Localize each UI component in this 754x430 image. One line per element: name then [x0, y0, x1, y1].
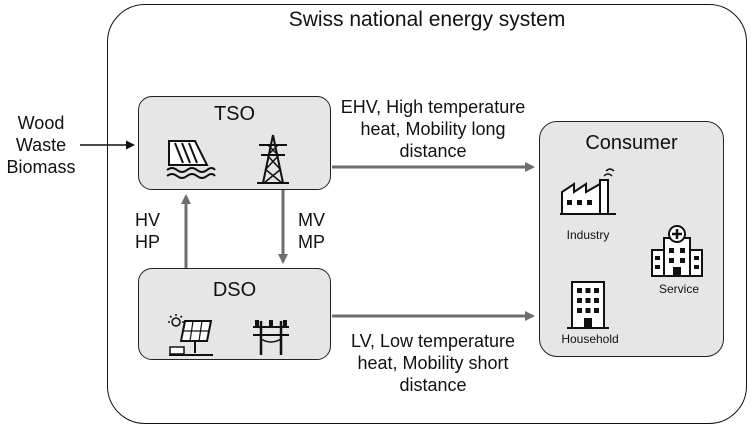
dso-tso-label-line: HP [135, 232, 161, 252]
dso-title: DSO [212, 279, 257, 301]
factory-icon [560, 168, 616, 215]
hydro-dam-icon [166, 140, 216, 179]
system-title: Swiss national energy system [288, 8, 566, 31]
solar-panel-icon [168, 314, 213, 356]
dso-consumer-label-line: LV, Low temperature [350, 331, 516, 351]
input-waste: Waste [15, 135, 67, 155]
tso-consumer-label-line: EHV, High temperature [340, 97, 526, 117]
dso-consumer-label: LV, Low temperature heat, Mobility short… [333, 330, 533, 396]
tso-dso-label-line: MP [298, 232, 325, 252]
tso-node: TSO [138, 96, 331, 190]
distribution-pole-icon [253, 320, 289, 355]
dso-tso-label: HV HP [135, 209, 160, 253]
dso-consumer-label-line: heat, Mobility short [357, 353, 509, 373]
dso-consumer-label-line: distance [399, 375, 467, 395]
tso-dso-label-line: MV [298, 210, 325, 230]
apartment-building-icon [567, 281, 609, 329]
consumer-title: Consumer [585, 132, 678, 154]
industry-label: Industry [566, 228, 610, 242]
tso-consumer-label: EHV, High temperature heat, Mobility lon… [333, 96, 533, 162]
input-biomass: Biomass [6, 157, 76, 177]
hospital-icon [651, 225, 703, 277]
transmission-tower-icon [257, 134, 289, 184]
input-wood: Wood [17, 113, 65, 133]
tso-consumer-label-line: heat, Mobility long [360, 119, 506, 139]
dso-node: DSO [138, 268, 331, 360]
input-list: Wood Waste Biomass [2, 112, 80, 178]
tso-dso-label: MV MP [298, 209, 325, 253]
system-boundary [107, 4, 747, 424]
consumer-node: Consumer Industry [539, 121, 724, 357]
household-label: Household [561, 332, 619, 346]
service-label: Service [658, 282, 699, 296]
tso-title: TSO [213, 103, 256, 125]
dso-tso-label-line: HV [135, 210, 161, 230]
tso-consumer-label-line: distance [399, 141, 467, 161]
